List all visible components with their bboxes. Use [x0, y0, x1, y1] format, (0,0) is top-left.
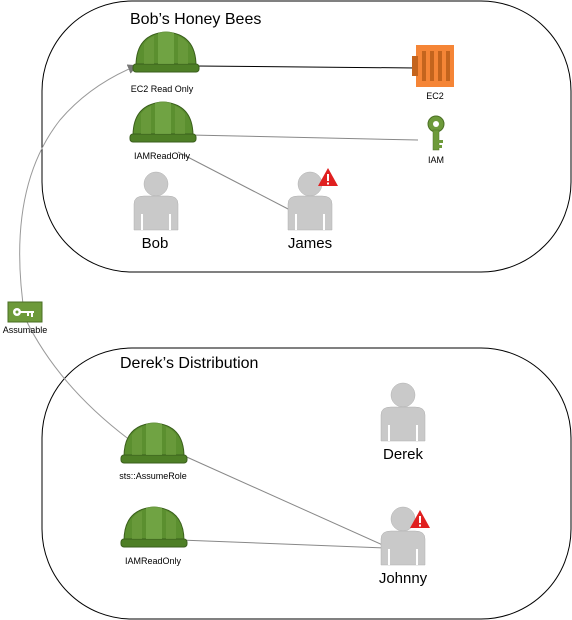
- helmet-icon: [132, 31, 200, 73]
- user-label: Bob: [142, 235, 169, 252]
- assumable-badge[interactable]: Assumable: [3, 301, 48, 335]
- role-label: sts::AssumeRole: [119, 471, 187, 481]
- role-iam-read-only-bottom[interactable]: IAMReadOnly: [120, 506, 188, 567]
- service-label: EC2: [426, 91, 444, 101]
- edge-assumerole-to-johnny: [179, 453, 386, 547]
- edge-ec2readonly-to-ec2: [195, 65, 417, 69]
- role-label: IAMReadOnly: [134, 151, 191, 161]
- key-icon: [13, 308, 34, 317]
- user-label: Derek: [383, 446, 424, 463]
- account-title-bobs-honey-bees: Bob’s Honey Bees: [130, 11, 261, 28]
- user-derek[interactable]: Derek: [380, 382, 426, 463]
- user-bob[interactable]: Bob: [133, 171, 179, 252]
- helmet-icon: [120, 506, 188, 548]
- service-label: IAM: [428, 155, 444, 165]
- edge-iamreadonly-to-iam: [189, 134, 419, 141]
- helmet-icon: [129, 101, 197, 143]
- assumable-label: Assumable: [3, 325, 48, 335]
- role-iam-read-only-top[interactable]: IAMReadOnly: [129, 101, 197, 162]
- role-sts-assume-role[interactable]: sts::AssumeRole: [119, 422, 188, 482]
- edge-assumable-trust: [19, 64, 139, 447]
- warning-icon: [318, 168, 338, 186]
- user-icon: [133, 171, 179, 231]
- user-james[interactable]: James: [287, 168, 338, 252]
- account-container-bobs-honey-bees: [41, 0, 572, 273]
- service-iam[interactable]: IAM: [427, 115, 445, 165]
- user-label: Johnny: [379, 570, 428, 587]
- account-title-dereks-distribution: Derek’s Distribution: [120, 355, 258, 372]
- role-ec2-read-only[interactable]: EC2 Read Only: [131, 31, 200, 95]
- edge-iamreadonly-to-james: [177, 151, 291, 211]
- user-icon: [380, 382, 426, 442]
- helmet-icon: [120, 422, 188, 464]
- iam-key-icon: [427, 115, 445, 151]
- user-johnny[interactable]: Johnny: [379, 506, 430, 587]
- user-label: James: [288, 235, 332, 252]
- edge-iamreadonly-bottom-to-johnny: [179, 539, 386, 549]
- role-label: EC2 Read Only: [131, 84, 194, 94]
- role-label: IAMReadOnly: [125, 556, 182, 566]
- account-container-dereks-distribution: [41, 347, 572, 620]
- ec2-icon: [412, 45, 454, 87]
- service-ec2[interactable]: EC2: [412, 45, 454, 101]
